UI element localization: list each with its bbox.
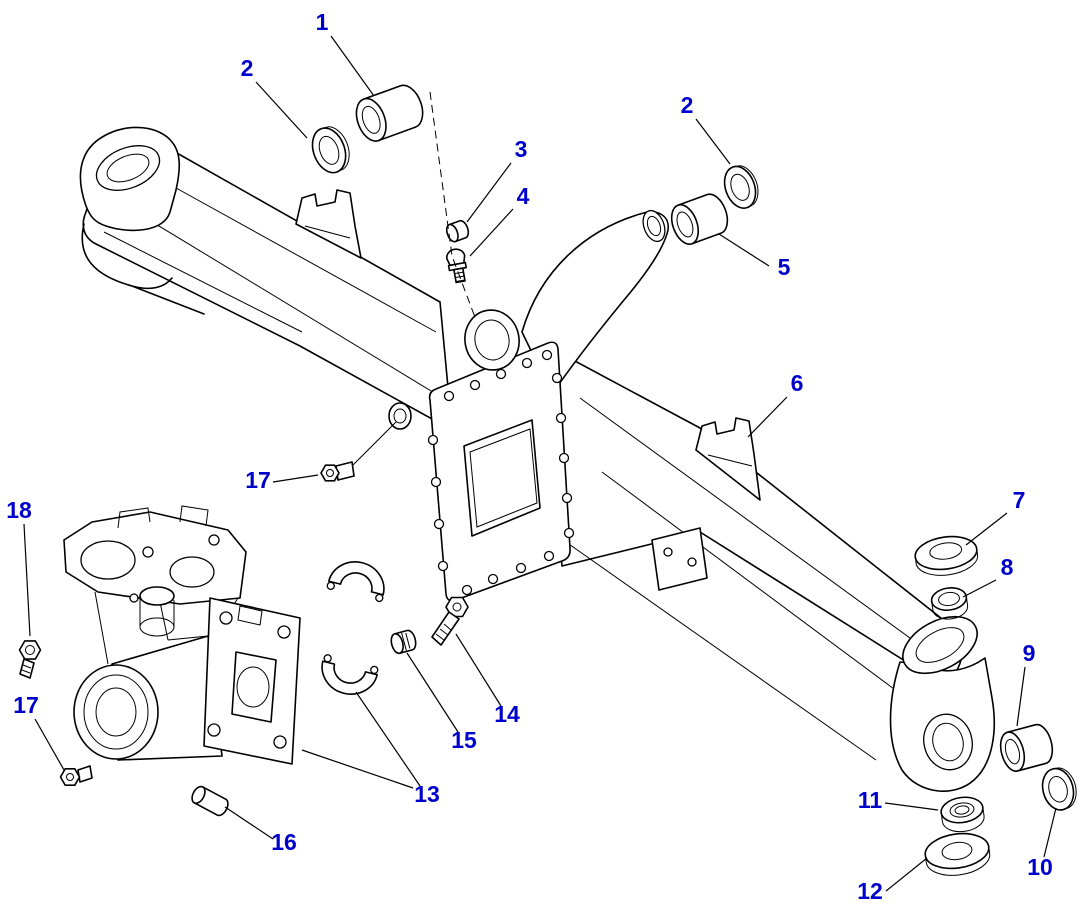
seal-2-left <box>311 126 350 174</box>
leader-line-12 <box>885 857 928 892</box>
leader-line-10 <box>1043 807 1057 858</box>
leader-line-13 <box>355 691 421 787</box>
leader-line-2 <box>695 118 731 165</box>
leader-line-7 <box>965 512 1008 546</box>
callout-label-9: 9 <box>1023 640 1036 666</box>
callout-label-16: 16 <box>271 829 297 855</box>
ring-11 <box>940 796 985 833</box>
callout-label-2: 2 <box>241 55 254 81</box>
plug-17-lower <box>59 765 93 787</box>
callout-label-2: 2 <box>681 92 694 118</box>
callout-label-7: 7 <box>1013 487 1026 513</box>
axle-beam-left <box>82 147 453 431</box>
spring-pad-right <box>695 417 761 501</box>
seal-2-right <box>723 165 759 209</box>
callout-label-15: 15 <box>451 727 477 753</box>
callout-label-17: 17 <box>13 692 39 718</box>
callout-label-14: 14 <box>494 701 520 727</box>
leader-line-5 <box>718 233 770 267</box>
callout-label-11: 11 <box>858 787 883 813</box>
cover-plate-small <box>651 527 708 591</box>
plug-3 <box>445 219 470 243</box>
leader-line-14 <box>455 633 502 707</box>
axle-right-end-boss <box>902 615 978 675</box>
bolt-14 <box>431 596 469 646</box>
callout-label-18: 18 <box>6 497 32 523</box>
bushing-9 <box>999 723 1054 772</box>
leader-line-15 <box>406 652 459 733</box>
leader-line-18 <box>23 523 31 637</box>
callout-label-3: 3 <box>515 136 528 162</box>
leader-line-1 <box>330 35 375 97</box>
plug-17-upper <box>320 461 355 482</box>
callout-label-10: 10 <box>1027 854 1053 880</box>
carrier-housing <box>63 505 301 765</box>
leader-line-17 <box>272 474 319 483</box>
pin-16 <box>191 785 229 817</box>
leader-line-11 <box>884 802 939 811</box>
plug-15 <box>390 629 417 655</box>
washer-7 <box>914 535 979 576</box>
steering-knuckle <box>889 657 995 792</box>
axle-left-end-boss <box>79 126 181 232</box>
washer-12 <box>924 832 991 876</box>
center-plate <box>427 341 575 602</box>
callout-label-8: 8 <box>1001 554 1014 580</box>
bushing-1 <box>355 84 424 142</box>
breather-4 <box>446 248 467 284</box>
seal-10 <box>1041 767 1077 811</box>
leader-line-9 <box>1016 666 1026 727</box>
leader-line-16 <box>224 806 274 840</box>
leader-line-4 <box>469 208 514 257</box>
leader-line-8 <box>962 579 997 598</box>
callout-label-4: 4 <box>517 183 530 209</box>
leader-line-6 <box>747 396 788 438</box>
callout-label-17: 17 <box>245 467 271 493</box>
bushing-5 <box>670 193 729 245</box>
leader-line-17 <box>34 718 65 771</box>
callout-label-1: 1 <box>316 9 329 35</box>
bolt-18 <box>18 640 42 679</box>
ring-8 <box>930 587 969 620</box>
callout-label-12: 12 <box>857 878 883 904</box>
left-lower-flange <box>81 223 205 315</box>
projection-line <box>429 91 477 321</box>
callout-label-6: 6 <box>791 370 804 396</box>
callout-label-13: 13 <box>414 781 440 807</box>
yoke-lower <box>321 654 379 695</box>
diff-bore-boss <box>464 309 520 371</box>
leader-line-3 <box>466 162 512 223</box>
leader-line-2 <box>255 81 308 139</box>
leader-line-13 <box>301 749 414 789</box>
spring-pad-left <box>295 189 362 259</box>
pivot-boss <box>347 402 412 471</box>
callout-label-5: 5 <box>778 254 791 280</box>
yoke-upper <box>326 561 385 603</box>
